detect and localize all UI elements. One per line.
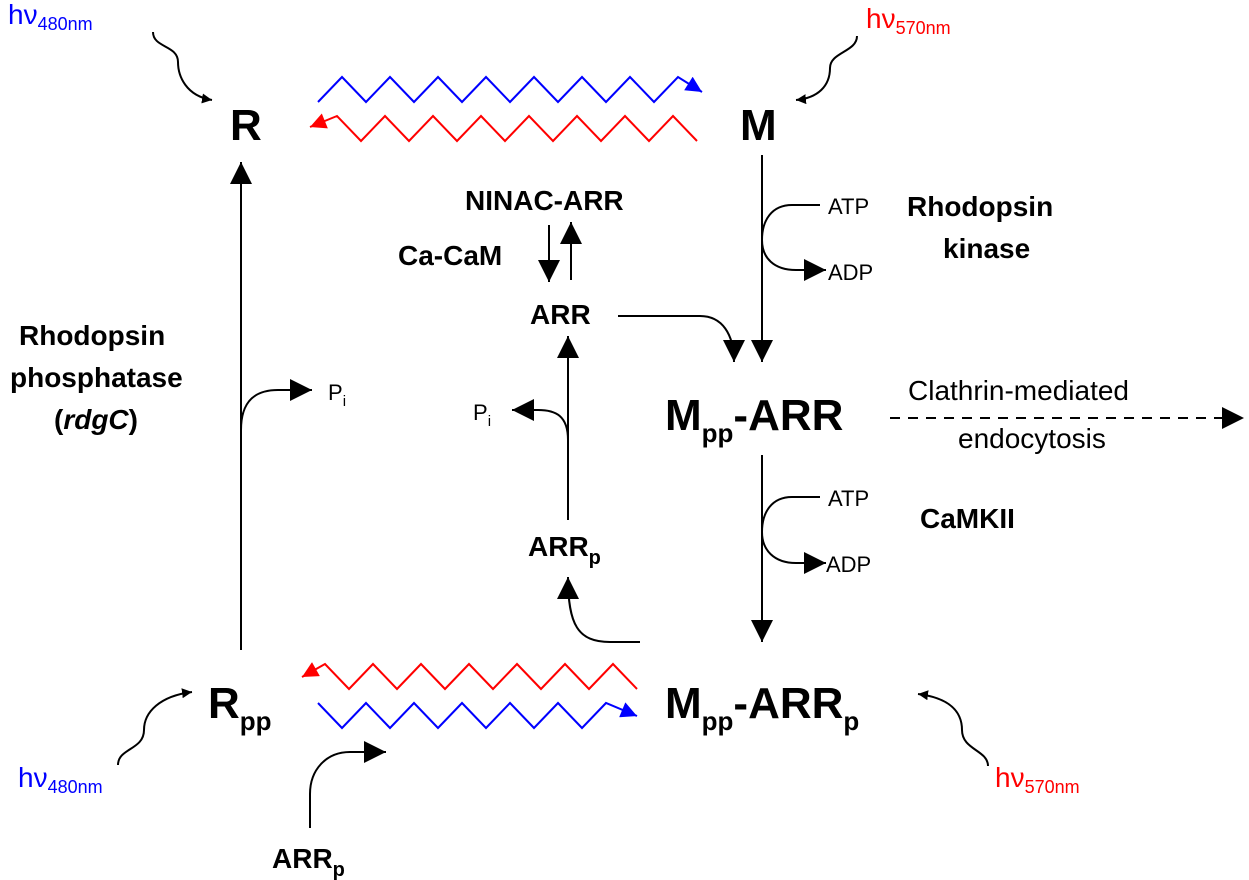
label-rhodopsin-kinase-2: kinase [943,233,1030,264]
label-endocytosis-1: Clathrin-mediated [908,375,1129,406]
pi-release-center [512,399,569,441]
state-m: M [740,101,777,150]
light-arrow-top-right [795,35,858,105]
label-endocytosis-2: endocytosis [958,423,1106,454]
light-arrow-top-left [152,31,213,104]
zigzag-r-to-m-blue [317,75,703,104]
label-arr: ARR [530,299,591,330]
state-r: R [230,101,262,150]
atp-adp-bottom [760,496,826,574]
label-phosphatase-2: phosphatase [10,362,183,393]
label-camkii: CaMKII [920,503,1015,534]
label-ninac-arr: NINAC-ARR [465,185,624,216]
label-adp-top: ADP [828,260,873,285]
state-rpp: Rpp [208,679,272,736]
pi-release-left [240,379,312,431]
label-atp-top: ATP [828,194,869,219]
label-phosphatase-3: (rdgC) [54,404,138,435]
label-pi-left: Pi [328,380,346,410]
label-pi-center: Pi [473,400,491,430]
label-ca-cam: Ca-CaM [398,240,502,271]
atp-adp-top [760,204,826,281]
state-mpp-arr: Mpp-ARR [665,391,843,448]
zigzag-mpparrp-to-rpp-red [301,662,638,691]
zigzag-m-to-r-red [309,113,698,143]
label-phosphatase-1: Rhodopsin [19,320,165,351]
label-arrp-bottom: ARRp [272,843,345,880]
light-arrow-bottom-right [917,690,989,767]
light-label-top-right: hν570nm [866,3,951,38]
light-label-bottom-left: hν480nm [18,762,103,797]
label-adp-bottom: ADP [826,552,871,577]
light-label-top-left: hν480nm [8,0,93,34]
zigzag-rpp-to-mpparrp-blue [317,701,638,730]
arr-binding-curve [618,315,745,363]
arrp-release-curve [557,576,640,643]
label-atp-bottom: ATP [828,486,869,511]
light-arrow-bottom-left [117,688,193,766]
arrp-binding-curve [309,741,386,828]
state-mpp-arrp: Mpp-ARRp [665,679,859,736]
label-arrp-middle: ARRp [528,531,601,569]
light-label-bottom-right: hν570nm [995,762,1080,797]
label-rhodopsin-kinase-1: Rhodopsin [907,191,1053,222]
